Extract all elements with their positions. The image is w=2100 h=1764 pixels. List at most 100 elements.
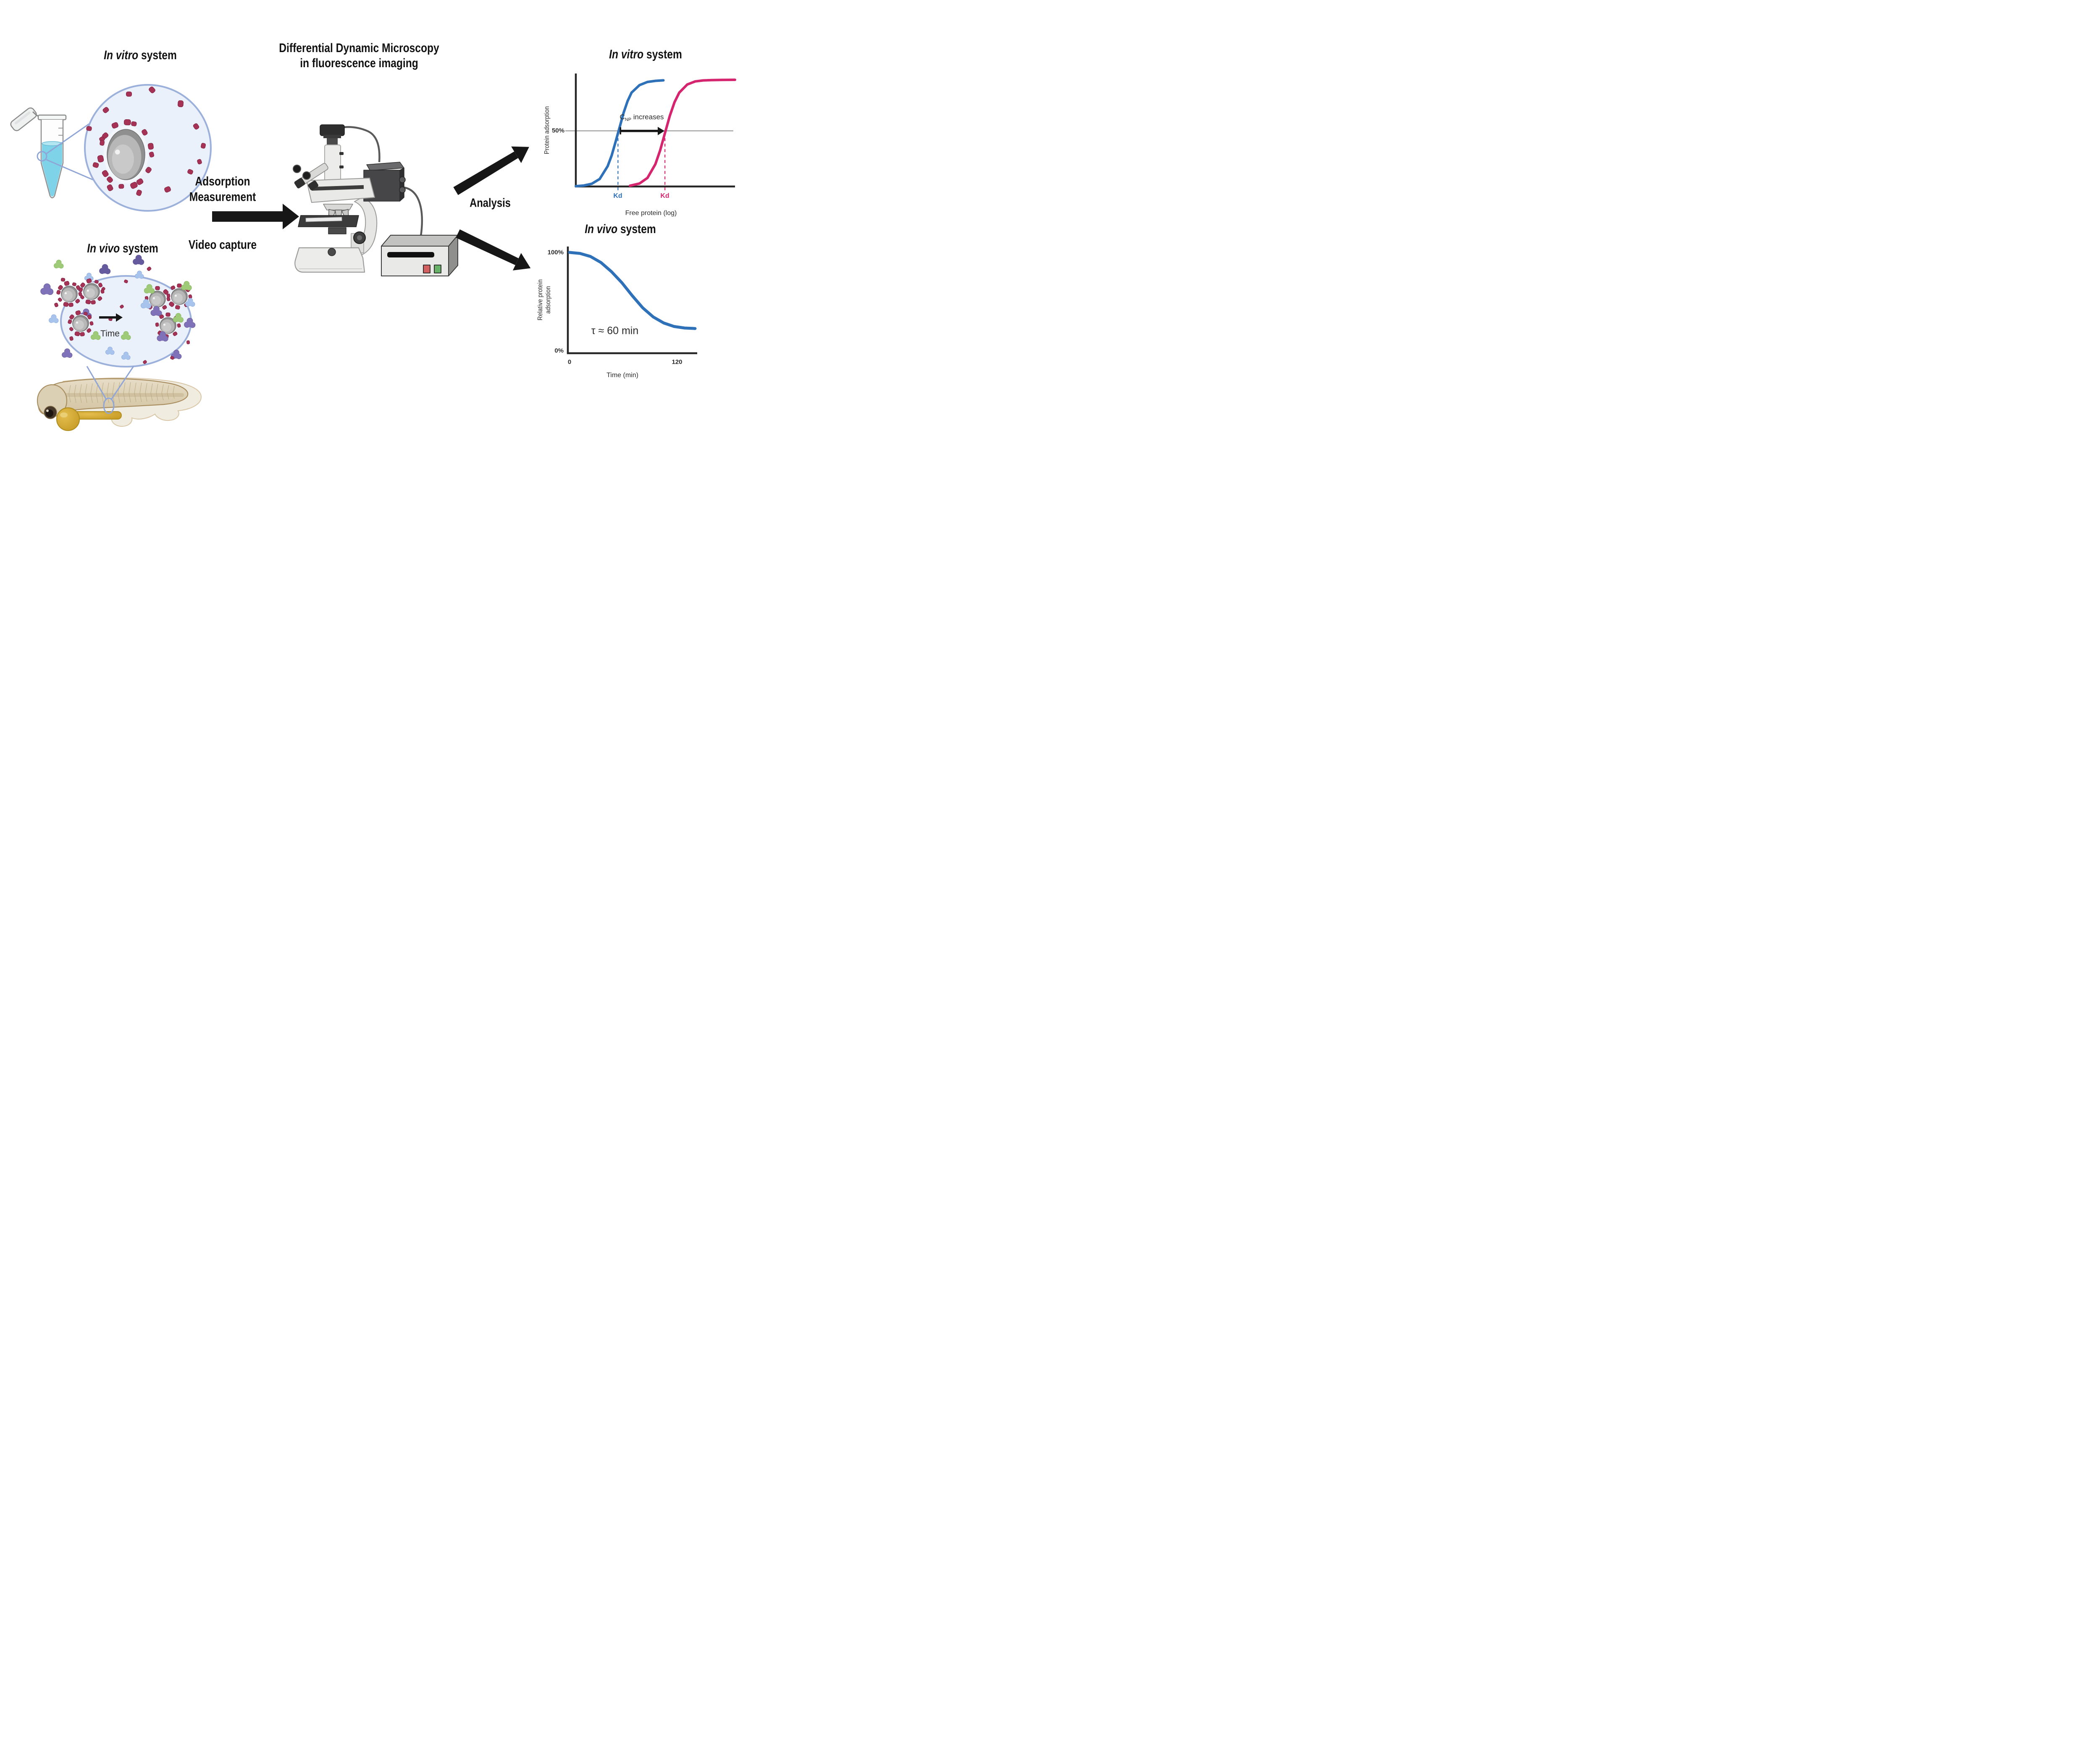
protein-fragment [111, 122, 118, 129]
protein-fragment [118, 184, 124, 189]
zebrafish-larva-illustration [37, 377, 202, 431]
protein-fragment [92, 162, 99, 168]
cnp-increases-label: CNP increases [620, 113, 664, 123]
protein-fragment [69, 314, 74, 320]
analysis-arrow-down-icon [456, 229, 531, 270]
in-vivo-left-title: In vivo system [87, 242, 158, 255]
time-label: Time [100, 329, 120, 339]
nanoparticle [148, 290, 167, 308]
protein-fragment [142, 129, 148, 136]
binding-curve [628, 79, 736, 187]
in-vivo-chart-title: In vivo system [585, 222, 656, 236]
tube-outline [40, 120, 64, 199]
x-0-tick-label: 0 [567, 358, 572, 366]
protein-fragment [56, 290, 61, 295]
protein-fragment [86, 126, 92, 131]
protein-fragment [97, 155, 104, 163]
protein-fragment [107, 176, 113, 183]
eppendorf-tube-illustration [10, 107, 67, 199]
protein-blob [55, 262, 62, 268]
protein-blob [183, 283, 190, 290]
in-vitro-left-title: In vitro system [104, 48, 177, 62]
protein-fragment [124, 279, 128, 284]
controller-slot [387, 252, 434, 257]
protein-fragment [123, 119, 131, 126]
controller-box [381, 235, 458, 276]
protein-fragment [83, 312, 88, 316]
y-100-tick-label: 100% [547, 249, 564, 256]
time-arrow-icon [99, 313, 123, 322]
analysis-arrow-up-icon [453, 146, 529, 195]
protein-fragment [177, 284, 182, 288]
protein-fragment [78, 292, 82, 296]
protein-fragment [159, 314, 164, 319]
protein-fragment [85, 299, 91, 304]
protein-fragment [98, 283, 103, 288]
in-vitro-chart [565, 74, 736, 192]
protein-fragment [149, 152, 155, 158]
protein-fragment [197, 159, 202, 165]
protein-fragment [162, 305, 167, 310]
video-capture-label: Video capture [188, 238, 257, 252]
somite-stripes [68, 382, 175, 403]
protein-fragment [75, 299, 80, 304]
protein-fragment [97, 296, 102, 301]
y-0-tick-label: 0% [554, 347, 564, 354]
protein-blob [92, 333, 99, 339]
protein-fragment [131, 121, 137, 126]
protein-blob [50, 316, 57, 323]
callout-source-circle [37, 151, 47, 162]
protein-fragment [186, 340, 190, 344]
protein-fragment [74, 331, 80, 336]
protein-fragment [187, 169, 193, 175]
callout-line [46, 159, 95, 181]
in-vitro-nanoparticle-scene [86, 87, 206, 196]
camera-icon [320, 124, 345, 145]
protein-fragment [155, 323, 159, 327]
callout-source-ellipse [103, 397, 115, 414]
protein-blob [63, 350, 71, 357]
protein-fragment [58, 297, 62, 302]
flow-arrow-right-icon [212, 204, 299, 229]
protein-blob [173, 352, 180, 359]
in-vivo-chart [567, 247, 697, 354]
protein-fragment [87, 315, 92, 320]
protein-fragment [188, 294, 192, 299]
green-button [434, 265, 441, 273]
kd-label-pink: Kd [660, 192, 669, 200]
protein-fragment [177, 323, 181, 328]
half-max-tick-label: 50% [551, 127, 564, 134]
fluorescence-microscope-illustration [293, 124, 458, 276]
protein-fragment [91, 300, 96, 304]
adsorption-measurement-label-line2: Measurement [189, 190, 256, 204]
protein-blob [107, 348, 113, 354]
protein-fragment [155, 286, 160, 290]
protein-fragment [102, 170, 109, 177]
protein-blob [142, 301, 150, 308]
protein-fragment [100, 140, 105, 146]
protein-blob [123, 333, 129, 339]
adsorption-measurement-label-line1: Adsorption [195, 174, 250, 189]
protein-fragment [89, 321, 94, 326]
protein-fragment [63, 302, 69, 307]
protein-fragment [169, 302, 175, 307]
camera-cable [343, 126, 381, 163]
protein-fragment [177, 100, 184, 108]
protein-blob [146, 286, 153, 293]
protein-fragment [87, 328, 92, 333]
protein-fragment [149, 87, 155, 93]
x-120-tick-label: 120 [672, 358, 682, 366]
controller-cable [403, 186, 423, 236]
protein-fragment [69, 336, 74, 341]
yolk-sac [56, 407, 80, 431]
in-vitro-chart-title: In vitro system [609, 47, 682, 61]
analysis-label: Analysis [470, 196, 511, 210]
liquid-surface [42, 141, 63, 146]
protein-blob [123, 353, 129, 360]
protein-fragment [193, 123, 200, 130]
tube-liquid [42, 144, 62, 197]
protein-fragment [145, 167, 152, 173]
protein-fragment [80, 282, 85, 288]
protein-fragment [165, 312, 171, 317]
protein-fragment [130, 182, 138, 189]
